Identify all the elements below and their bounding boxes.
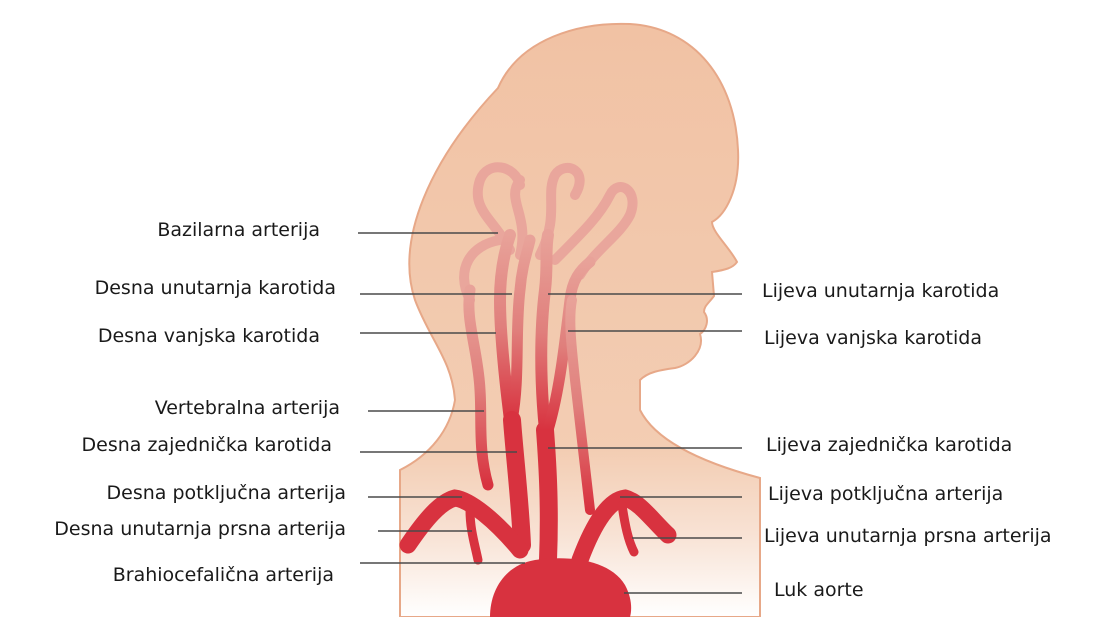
label-lijeva-potkljucna-arterija: Lijeva potključna arterija [766,482,1005,506]
label-lijeva-unutarnja-karotida: Lijeva unutarnja karotida [760,279,1001,303]
label-desna-zajednicka-karotida: Desna zajednička karotida [80,433,334,457]
label-brahiocefalicna-arterija: Brahiocefalična arterija [111,563,336,587]
label-desna-potkljucna-arterija: Desna potključna arterija [105,481,348,505]
label-desna-unutarnja-prsna-arterija: Desna unutarnja prsna arterija [52,517,348,541]
head-silhouette [400,24,760,617]
label-vertebralna-arterija: Vertebralna arterija [153,396,342,420]
label-desna-unutarnja-karotida: Desna unutarnja karotida [93,276,338,300]
label-lijeva-zajednicka-karotida: Lijeva zajednička karotida [764,433,1014,457]
label-bazilarna-arterija: Bazilarna arterija [155,218,322,242]
label-lijeva-unutarnja-prsna-arterija: Lijeva unutarnja prsna arterija [762,524,1054,548]
label-desna-vanjska-karotida: Desna vanjska karotida [96,324,322,348]
label-luk-aorte: Luk aorte [772,578,866,602]
label-lijeva-vanjska-karotida: Lijeva vanjska karotida [762,326,984,350]
